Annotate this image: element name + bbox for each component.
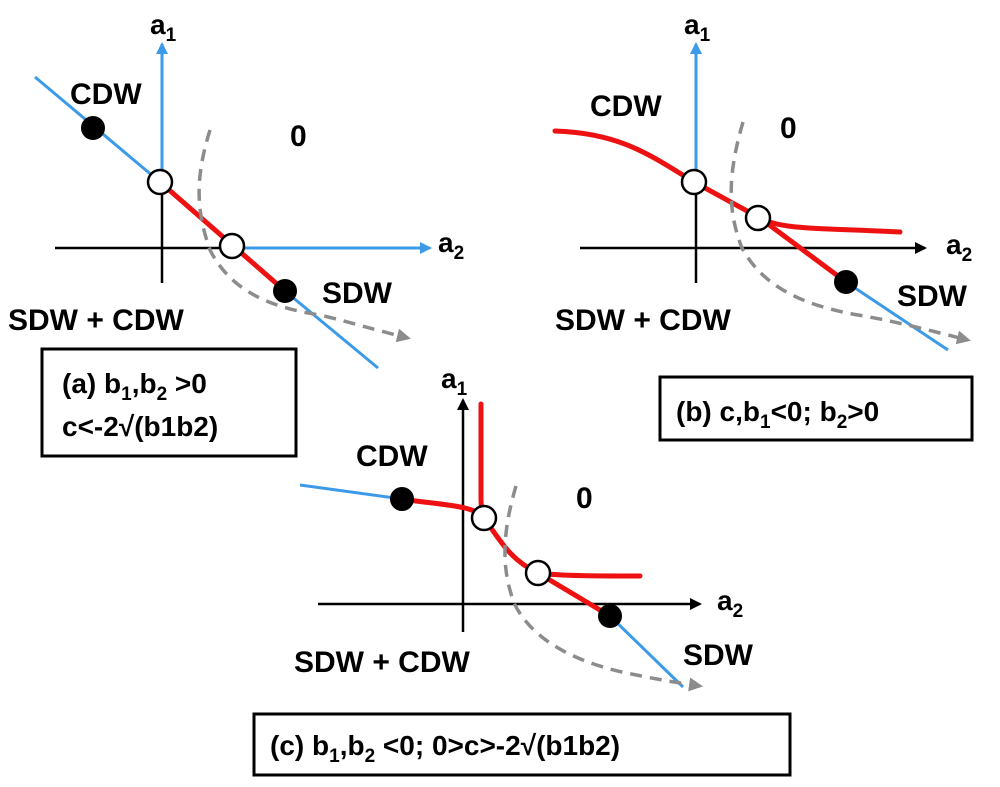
panel-a-a2-label: a2 (438, 227, 464, 264)
caption-text: (c) b (270, 730, 329, 761)
panel-c-blue-line-right (608, 614, 685, 689)
caption-subscript: 1 (121, 384, 132, 405)
caption-text: >0 (847, 396, 879, 427)
caption-text: c<-2√(b1b2) (62, 411, 218, 442)
panel-c-filled-point (598, 604, 622, 628)
panel-c-a2-label: a2 (717, 585, 743, 622)
panel-c: CDW 0 SDW SDW + CDW a1 a2 (c) b1,b2 <0; … (252, 363, 792, 777)
panel-a-sdw-label: SDW (322, 277, 393, 310)
panel-c-red-curve-main (399, 496, 613, 619)
panel-b-open-point (680, 168, 708, 196)
panel-b-dashed-curve (729, 121, 971, 345)
panel-b-caption-box (658, 375, 974, 442)
caption-subscript: 1 (760, 412, 771, 433)
panel-c-filled-point (390, 487, 414, 511)
panel-a-blue-line-lower (284, 289, 379, 370)
panel-a-open-point (146, 168, 174, 196)
panel-c-red-vertical (478, 401, 487, 521)
panel-a-zero-label: 0 (290, 120, 307, 153)
panel-c-mixed-label: SDW + CDW (294, 646, 471, 679)
panel-a-mixed-label: SDW + CDW (8, 304, 185, 337)
panel-c-caption-box (252, 712, 792, 777)
caption-text: (b) c,b (676, 396, 760, 427)
panel-a: CDW 0 SDW SDW + CDW a1 a2 (a) b1,b2 >0 c… (8, 9, 464, 458)
panel-c-blue-line-left (299, 483, 403, 501)
caption-subscript: 1 (329, 746, 340, 767)
panel-a-caption-line1: (a) b1,b2 >0 (62, 368, 207, 405)
panel-b-red-branch (757, 215, 903, 235)
caption-subscript: 2 (837, 412, 848, 433)
panel-c-cdw-label: CDW (356, 440, 428, 473)
panel-a-filled-point (81, 116, 105, 140)
panel-b-mixed-label: SDW + CDW (555, 304, 732, 337)
caption-text: >0 (167, 368, 207, 399)
caption-subscript: 2 (157, 384, 168, 405)
panel-a-cdw-label: CDW (70, 78, 142, 111)
panel-a-open-point (218, 232, 246, 260)
caption-text: (a) b (62, 368, 121, 399)
panel-c-zero-label: 0 (576, 482, 593, 515)
panel-b-blue-line (845, 280, 949, 352)
panel-a-a1-label: a1 (150, 9, 177, 46)
caption-subscript: 2 (365, 746, 376, 767)
panel-c-caption-line1: (c) b1,b2 <0; 0>c>-2√(b1b2) (270, 730, 620, 767)
panel-b-a2-label: a2 (946, 229, 972, 266)
panel-a-caption-line2: c<-2√(b1b2) (62, 411, 218, 442)
panel-a-filled-point (273, 279, 297, 303)
panel-c-red-branch (535, 570, 643, 579)
panel-b: CDW 0 SDW SDW + CDW a1 a2 (b) c,b1<0; b2… (552, 9, 974, 442)
panel-b-zero-label: 0 (780, 112, 797, 145)
panel-a-red-line (157, 179, 288, 294)
panel-b-filled-point (834, 270, 858, 294)
panel-b-caption-line1: (b) c,b1<0; b2>0 (676, 396, 879, 433)
panel-b-red-curve (552, 128, 849, 285)
panel-b-cdw-label: CDW (590, 90, 662, 123)
caption-text: ,b (340, 730, 365, 761)
panel-c-open-point (524, 559, 552, 587)
panel-c-a1-label: a1 (441, 363, 468, 400)
panel-c-sdw-label: SDW (683, 639, 754, 672)
panel-b-a1-label: a1 (684, 9, 711, 46)
caption-text: ,b (132, 368, 157, 399)
panel-b-sdw-label: SDW (897, 280, 968, 313)
panel-c-dashed-curve (503, 485, 703, 692)
panel-a-caption-box (40, 347, 298, 458)
caption-text: <0; b (771, 396, 837, 427)
panel-a-dashed-curve (197, 129, 411, 343)
caption-text: <0; 0>c>-2√(b1b2) (375, 730, 620, 761)
panel-b-open-point (744, 204, 772, 232)
panel-c-open-point (470, 504, 498, 532)
